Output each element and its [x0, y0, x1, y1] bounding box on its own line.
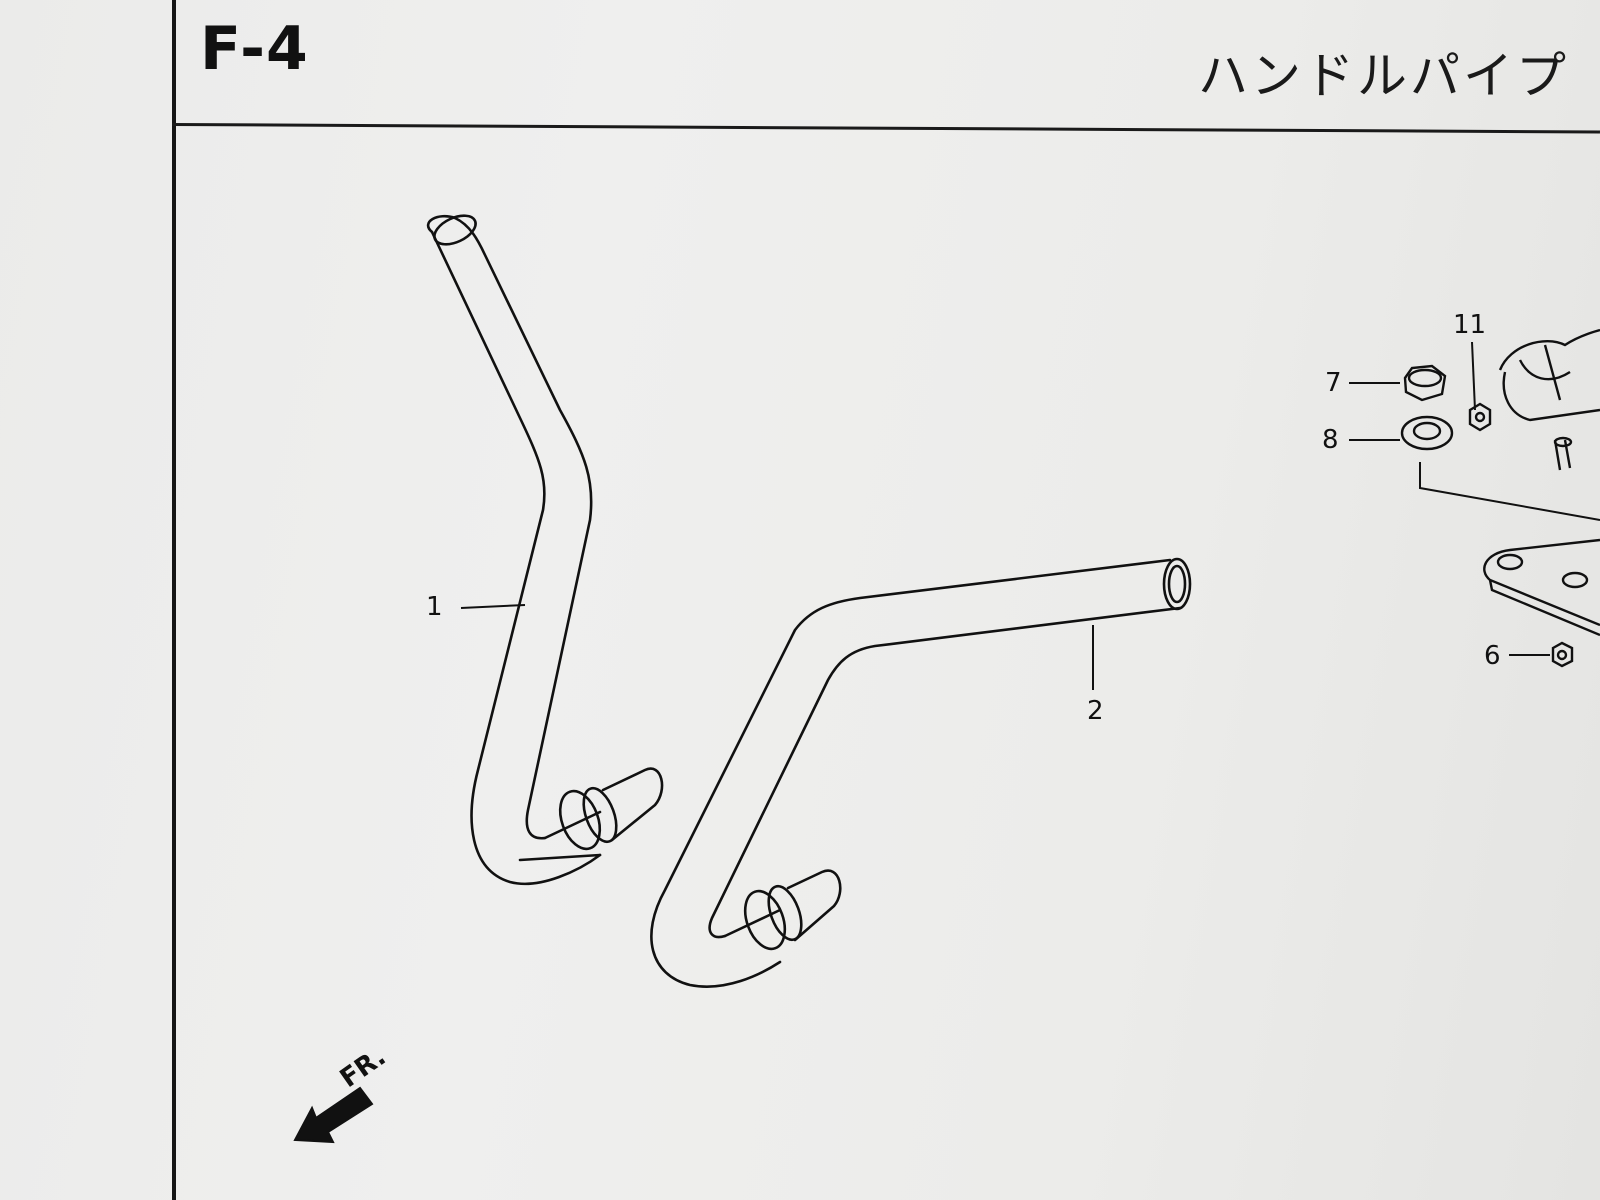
lower-holder-plate: [1483, 538, 1600, 637]
washer-part-8: [1400, 415, 1454, 451]
upper-holder-assembly: [1498, 328, 1600, 471]
leader-bracket: [1419, 462, 1600, 521]
cap-nut-part-7: [1403, 364, 1447, 402]
nut-part-11: [1468, 402, 1492, 432]
callout-2: 2: [1087, 696, 1104, 726]
leader-lines: [460, 341, 1600, 690]
callout-7: 7: [1325, 368, 1342, 398]
callout-6: 6: [1484, 641, 1501, 671]
callout-8: 8: [1322, 425, 1339, 455]
hardware-parts: [1400, 328, 1600, 668]
page-code: F-4: [200, 14, 309, 84]
frame-border-left: [172, 0, 176, 1200]
handlebar-part-1: [426, 214, 664, 886]
leader-1: [460, 604, 526, 609]
callout-1: 1: [426, 592, 443, 622]
handlebar-part-2: [650, 557, 1192, 988]
nut-part-6: [1551, 641, 1574, 668]
front-direction-arrow: [293, 1086, 374, 1144]
leader-11: [1471, 341, 1476, 411]
page-title: ハンドルパイプ: [1198, 47, 1569, 105]
callout-11: 11: [1453, 310, 1487, 340]
